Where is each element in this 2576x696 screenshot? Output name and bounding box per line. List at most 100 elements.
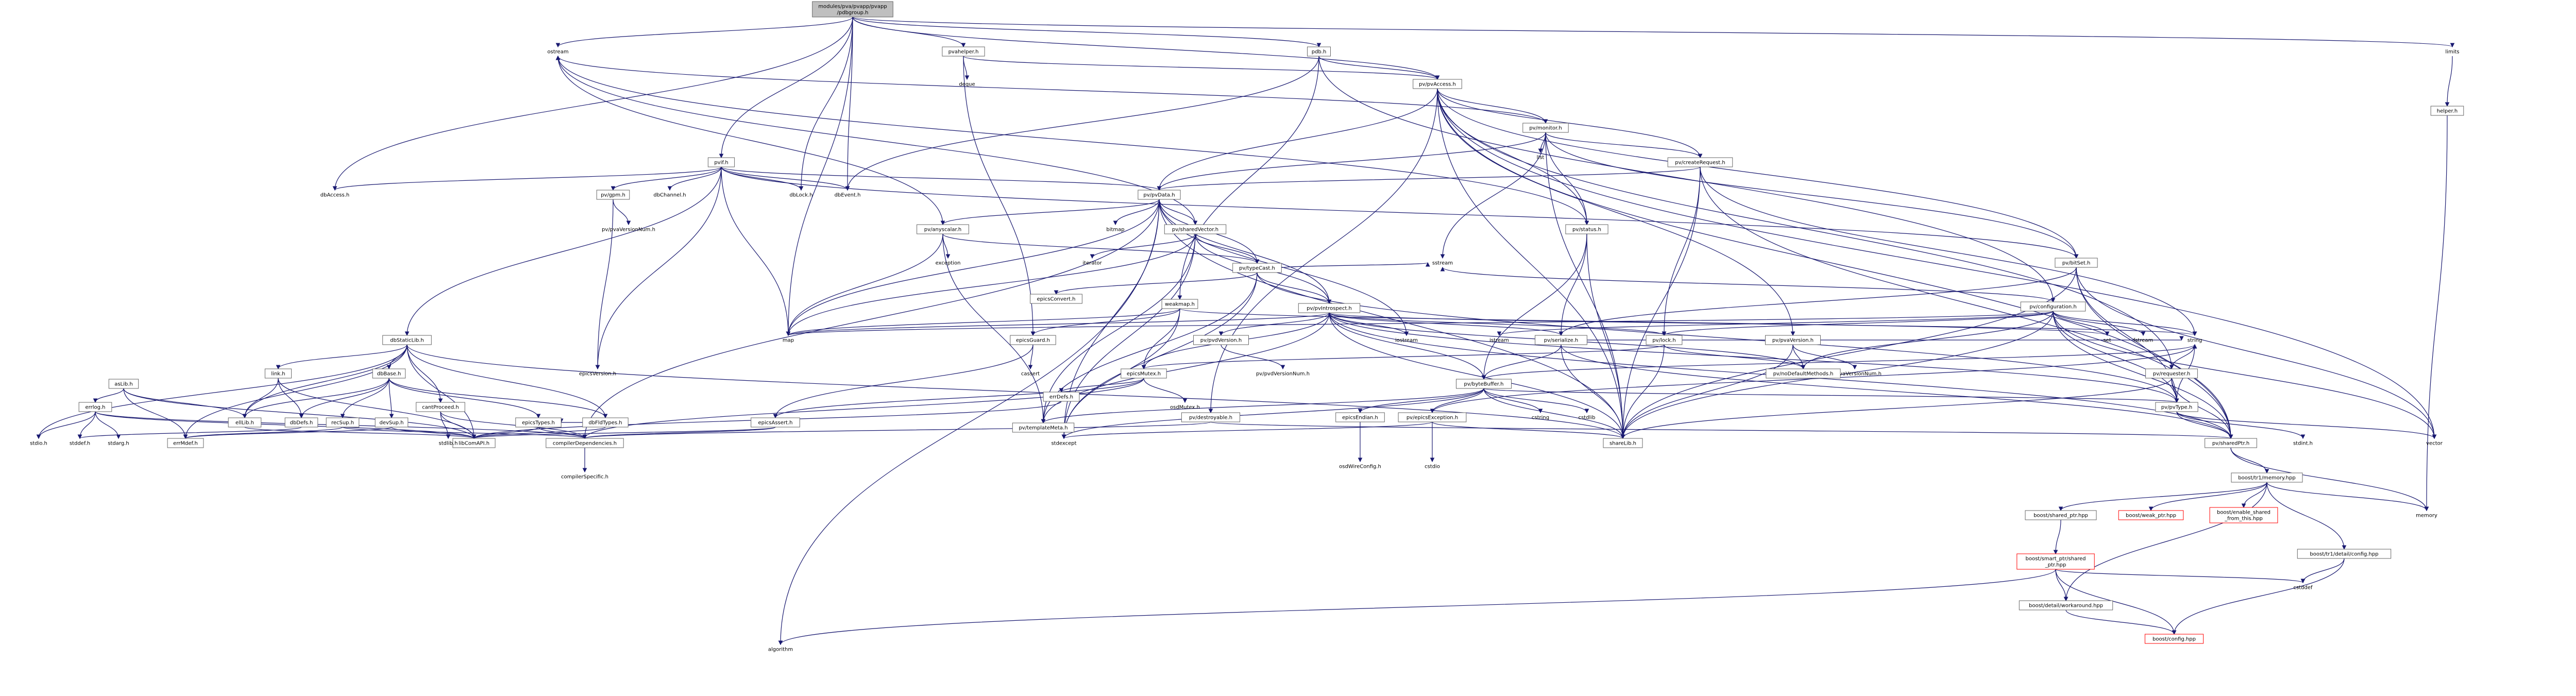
node-pvdestroyable[interactable]: pv/destroyable.h (1181, 412, 1241, 422)
node-epicsassert[interactable]: epicsAssert.h (751, 417, 800, 428)
node-pvepicsexception[interactable]: pv/epicsException.h (1398, 412, 1467, 422)
node-label-pvepicsexception: pv/epicsException.h (1406, 415, 1458, 421)
node-epicsversion: epicsVersion.h (579, 371, 616, 377)
node-box-compilerdependencies (546, 438, 624, 448)
node-errdefs[interactable]: errDefs.h (1043, 392, 1080, 402)
edge-pvtypecast-to-pvpvtype (1257, 272, 2177, 403)
node-errmdef[interactable]: errMdef.h (167, 438, 204, 448)
node-label-asLib: asLib.h (114, 382, 133, 387)
node-label-root: modules/pva/pvapp/pvapp (818, 4, 887, 10)
node-pvcreaterequest[interactable]: pv/createRequest.h (1667, 157, 1733, 167)
node-pvserialize[interactable]: pv/serialize.h (1535, 335, 1587, 345)
node-dbbase[interactable]: dbBase.h (372, 368, 406, 379)
node-pvpvversion[interactable]: pv/pvdVersion.h (1193, 335, 1249, 345)
node-pvgpm[interactable]: pv/gpm.h (596, 190, 630, 200)
node-pvpvdata[interactable]: pv/pvData.h (1138, 190, 1181, 200)
node-epicstypes[interactable]: epicsTypes.h (515, 417, 562, 428)
node-boostconfig[interactable]: boost/config.hpp (2144, 634, 2204, 644)
edge-pvaccess-to-vector (1437, 88, 2435, 439)
node-label-ostream: ostream (547, 49, 568, 55)
node-pvintrospect[interactable]: pv/pvIntrospect.h (1298, 303, 1361, 313)
edge-pvif-to-epicsversion (597, 166, 722, 369)
edge-pvif-to-pvgpm (613, 166, 722, 191)
arrowhead-pvserialize-to-pvbytebuffer (1481, 375, 1486, 380)
node-compilerdependencies[interactable]: compilerDependencies.h (546, 438, 624, 448)
node-string: string (2188, 338, 2202, 344)
node-label-list: list (1537, 155, 1545, 161)
edge-devsup-to-libcomapi (391, 427, 474, 439)
node-pvbitset[interactable]: pv/bitSet.h (2055, 258, 2098, 268)
node-cstddef: cstddef (2294, 585, 2313, 591)
node-pvaccess[interactable]: pv/pvAccess.h (1413, 79, 1462, 89)
node-epicsmutex[interactable]: epicsMutex.h (1121, 368, 1167, 379)
node-shareLib[interactable]: shareLib.h (1603, 438, 1643, 448)
node-epicsguard[interactable]: epicsGuard.h (1010, 335, 1056, 345)
node-ellib[interactable]: ellLib.h (228, 417, 262, 428)
node-boostweakptr[interactable]: boost/weak_ptr.hpp (2118, 510, 2184, 520)
node-boosttr1config[interactable]: boost/tr1/detail/config.hpp (2297, 549, 2392, 559)
node-pvconfiguration[interactable]: pv/configuration.h (2020, 301, 2086, 312)
node-epicsendian[interactable]: epicsEndian.h (1335, 412, 1385, 422)
node-boostsharedptr[interactable]: boost/shared_ptr.hpp (2025, 510, 2097, 520)
node-pvanyscalar[interactable]: pv/anyscalar.h (917, 224, 969, 234)
node-recsup[interactable]: recSup.h (326, 417, 360, 428)
node-stdlibh: stdlib.h (439, 441, 458, 447)
node-boostmemory[interactable]: boost/tr1/memory.hpp (2231, 472, 2303, 483)
node-pvbytebuffer[interactable]: pv/byteBuffer.h (1456, 379, 1512, 389)
edge-boostmemory-to-boostweakptr (2150, 482, 2267, 511)
node-cantproceed[interactable]: cantProceed.h (416, 402, 465, 412)
edge-pvstatus-to-pvserialize (1561, 233, 1587, 336)
arrowhead-dbstaticlib-to-cantproceed (438, 398, 443, 403)
node-devsup[interactable]: devSup.h (375, 417, 409, 428)
node-label-boostmemory: boost/tr1/memory.hpp (2238, 476, 2295, 481)
node-box-devsup (375, 417, 409, 428)
node-dbfldtypes[interactable]: dbFldTypes.h (582, 417, 629, 428)
arrowhead-pvsharedvector-to-iterator (1090, 254, 1095, 259)
node-asLib[interactable]: asLib.h (108, 379, 139, 389)
node-pvmonitor[interactable]: pv/monitor.h (1522, 123, 1569, 133)
edge-pvstatus-to-ostream (557, 56, 1587, 225)
edge-pvcreaterequest-to-pvlock (1664, 166, 1701, 336)
node-pvif[interactable]: pvif.h (707, 157, 735, 167)
node-pvtypecast[interactable]: pv/typeCast.h (1232, 263, 1282, 273)
node-list: list (1537, 155, 1545, 161)
node-helper[interactable]: helper.h (2430, 106, 2464, 116)
node-dblock: dbLock.h (789, 193, 812, 198)
arrowhead-pvconfiguration-to-set (2105, 331, 2110, 336)
arrowhead-pvtypecast-to-epicsconvert (1054, 290, 1059, 295)
edge-pvintrospect-to-pvtemplatemeta (1043, 312, 1330, 423)
edge-pvbytebuffer-to-shareLib (1483, 388, 1623, 439)
node-pvpvaversion[interactable]: pv/pvaVersion.h (1765, 335, 1821, 345)
node-link[interactable]: link.h (264, 368, 292, 379)
node-pvrequester[interactable]: pv/requester.h (2145, 368, 2198, 379)
node-pvstatus[interactable]: pv/status.h (1565, 224, 1608, 234)
node-boostsmartptr[interactable]: boost/smart_ptr/shared_ptr.hpp (2016, 553, 2095, 570)
arrowhead-pvbytebuffer-to-cstdlib (1584, 409, 1589, 414)
edge-dbfldtypes-to-libcomapi (473, 427, 606, 439)
node-boostworkaround[interactable]: boost/detail/workaround.hpp (2019, 600, 2113, 610)
node-box-pvserialize (1535, 335, 1587, 345)
node-epicsconvert[interactable]: epicsConvert.h (1030, 294, 1082, 304)
edge-pvsharedvector-to-pvtypecast (1195, 233, 1258, 264)
node-pvtemplatemeta[interactable]: pv/templateMeta.h (1012, 422, 1075, 433)
node-pvnodefaultmethods[interactable]: pv/noDefaultMethods.h (1766, 368, 1841, 379)
node-pvahelper[interactable]: pvahelper.h (942, 46, 985, 57)
node-pdbh[interactable]: pdb.h (1307, 46, 1331, 57)
node-root[interactable]: modules/pva/pvapp/pvapp/pdbgroup.h (812, 1, 893, 18)
edge-pvmonitor-to-sstream (1442, 132, 1546, 259)
node-box-ellib (228, 417, 262, 428)
node-dbstaticlib[interactable]: dbStaticLib.h (382, 335, 432, 345)
edge-root-to-dbevent (847, 16, 853, 191)
node-dbdefs[interactable]: dbDefs.h (284, 417, 318, 428)
node-pvsharedvector[interactable]: pv/sharedVector.h (1164, 224, 1227, 234)
node-weakmap[interactable]: weakmap.h (1161, 299, 1198, 309)
node-pvlock[interactable]: pv/lock.h (1646, 335, 1683, 345)
node-label-dbdefs: dbDefs.h (290, 420, 313, 426)
node-pvpvtype[interactable]: pv/pvType.h (2155, 402, 2198, 412)
arrowhead-boostworkaround-to-boostconfig (2172, 630, 2177, 635)
node-libcomapi[interactable]: libComAPI.h (452, 438, 496, 448)
node-errmsg[interactable]: errlog.h (78, 402, 112, 412)
node-box-pvrequester (2145, 368, 2198, 379)
node-boostenableshared[interactable]: boost/enable_shared_from_this.hpp (2209, 507, 2278, 523)
node-pvsharedptr[interactable]: pv/sharedPtr.h (2205, 438, 2257, 448)
